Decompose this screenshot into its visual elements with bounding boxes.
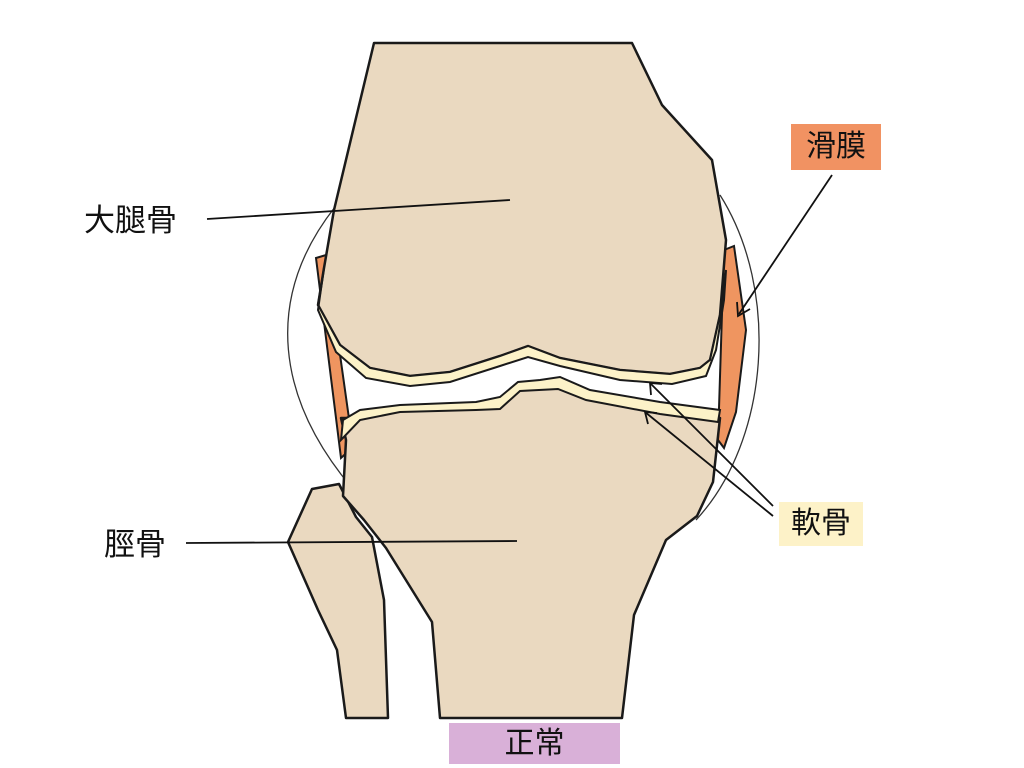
status-tag: 正常 [449, 723, 620, 764]
tibia-label: 脛骨 [104, 527, 166, 563]
synovium-arrowhead [736, 301, 751, 318]
cartilage-arrowhead-upper [649, 382, 663, 396]
synovium-tag: 滑膜 [791, 124, 881, 170]
tibial-cartilage [339, 375, 722, 443]
cartilage-tag: 軟骨 [779, 502, 863, 546]
cartilage-pointer-line-upper [649, 382, 774, 507]
cartilage-arrowhead-lower [643, 410, 658, 425]
femur [316, 41, 728, 378]
femoral-cartilage [316, 267, 727, 388]
cartilage-pointer-line-lower [644, 411, 774, 517]
tibia-pointer-line [185, 540, 518, 544]
femur-label: 大腿骨 [84, 203, 177, 239]
synovium-pointer-line [738, 174, 833, 315]
femur-pointer-line [206, 199, 511, 220]
tibia [339, 384, 722, 720]
joint-capsule-outline [287, 206, 353, 489]
joint-capsule-outline-right [695, 194, 760, 521]
